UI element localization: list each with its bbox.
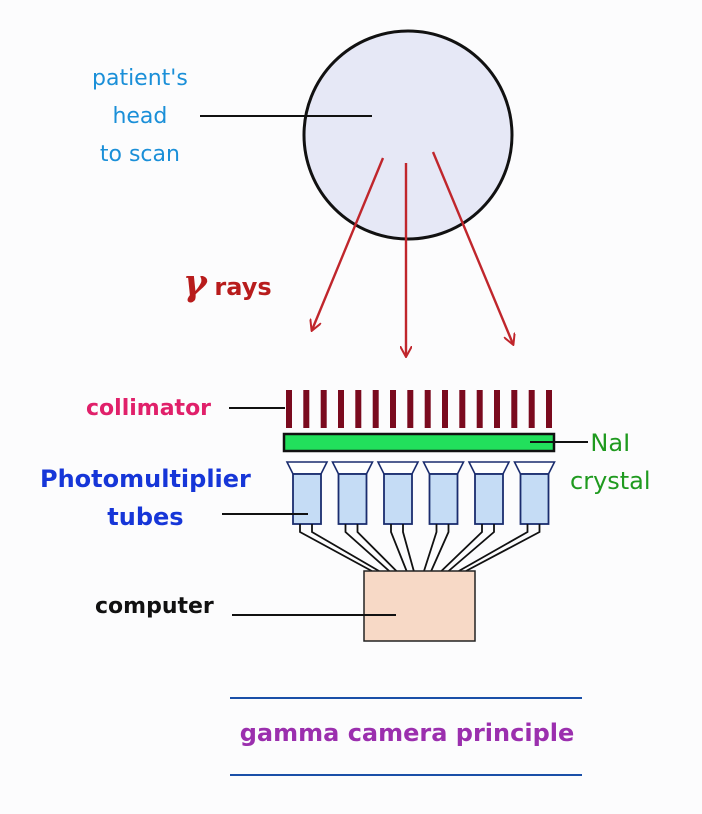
collimator-bar [546, 390, 552, 428]
photomultiplier-tube [519, 473, 550, 525]
tube-wire [423, 524, 438, 572]
tube-wire [458, 524, 529, 572]
collimator-bar [355, 390, 362, 428]
collimator [286, 390, 552, 428]
collimator-bar [459, 390, 466, 428]
gamma-ray-left [312, 157, 385, 330]
pmt-label-line-1: Photomultiplier [40, 465, 251, 493]
tube-neck [513, 461, 556, 475]
computer-label: computer [95, 594, 214, 619]
pmt-label-line-2: tubes [107, 503, 184, 531]
tube-wire [440, 524, 483, 572]
nai-crystal [282, 432, 556, 453]
gamma-ray-right [431, 151, 513, 344]
head-label-line-3: to scan [99, 142, 180, 167]
tube-neck [331, 461, 374, 475]
tube-wire [430, 524, 450, 572]
computer-box [363, 570, 476, 642]
collimator-bar [390, 390, 396, 428]
nai-label-line-1: NaI [590, 429, 631, 457]
head-label-line-1: patient's [92, 66, 188, 91]
diagram-caption: gamma camera principle [239, 719, 575, 747]
tube-wire [311, 524, 380, 572]
collimator-bar [424, 390, 431, 428]
collimator-bar [286, 390, 292, 428]
tube-wire [356, 524, 398, 572]
tube-wire [390, 524, 408, 572]
collimator-bar [407, 390, 414, 428]
collimator-bar [476, 390, 483, 428]
tube-wire [344, 524, 390, 572]
collimator-bar [511, 390, 518, 428]
tube-neck [376, 461, 420, 475]
tube-wire [402, 524, 415, 572]
tube-wire [465, 524, 541, 572]
gamma-rays [312, 151, 513, 356]
patient-head-circle [302, 29, 514, 241]
photomultiplier-tube [292, 473, 322, 525]
collimator-bar [442, 390, 448, 428]
collimator-bar [494, 390, 500, 428]
tube-neck [285, 461, 329, 475]
patient-head-label: patient's head to scan [92, 60, 188, 174]
nai-crystal-label: NaI crystal [570, 424, 651, 500]
tube-neck [467, 461, 511, 475]
photomultiplier-tube [474, 473, 504, 525]
gamma-rays-label: γ rays [183, 265, 272, 304]
collimator-label: collimator [86, 396, 212, 421]
tube-wire [448, 524, 495, 572]
collimator-bar [303, 390, 310, 428]
collimator-bar [372, 390, 379, 428]
photomultiplier-tube [383, 473, 413, 525]
tube-wire [299, 524, 373, 572]
gamma-symbol: γ [183, 262, 207, 304]
photomultiplier-tube [337, 473, 368, 525]
collimator-bar [338, 390, 344, 428]
tube-neck [422, 461, 465, 475]
head-label-line-2: head [112, 104, 168, 129]
collimator-bar [320, 390, 327, 428]
rays-text: rays [214, 273, 272, 301]
photomultiplier-label: Photomultiplier tubes [40, 460, 251, 536]
tube-wires [299, 524, 541, 572]
photomultiplier-tubes [285, 461, 556, 525]
nai-label-line-2: crystal [570, 467, 651, 495]
collimator-bar [528, 390, 535, 428]
photomultiplier-tube [428, 473, 459, 525]
